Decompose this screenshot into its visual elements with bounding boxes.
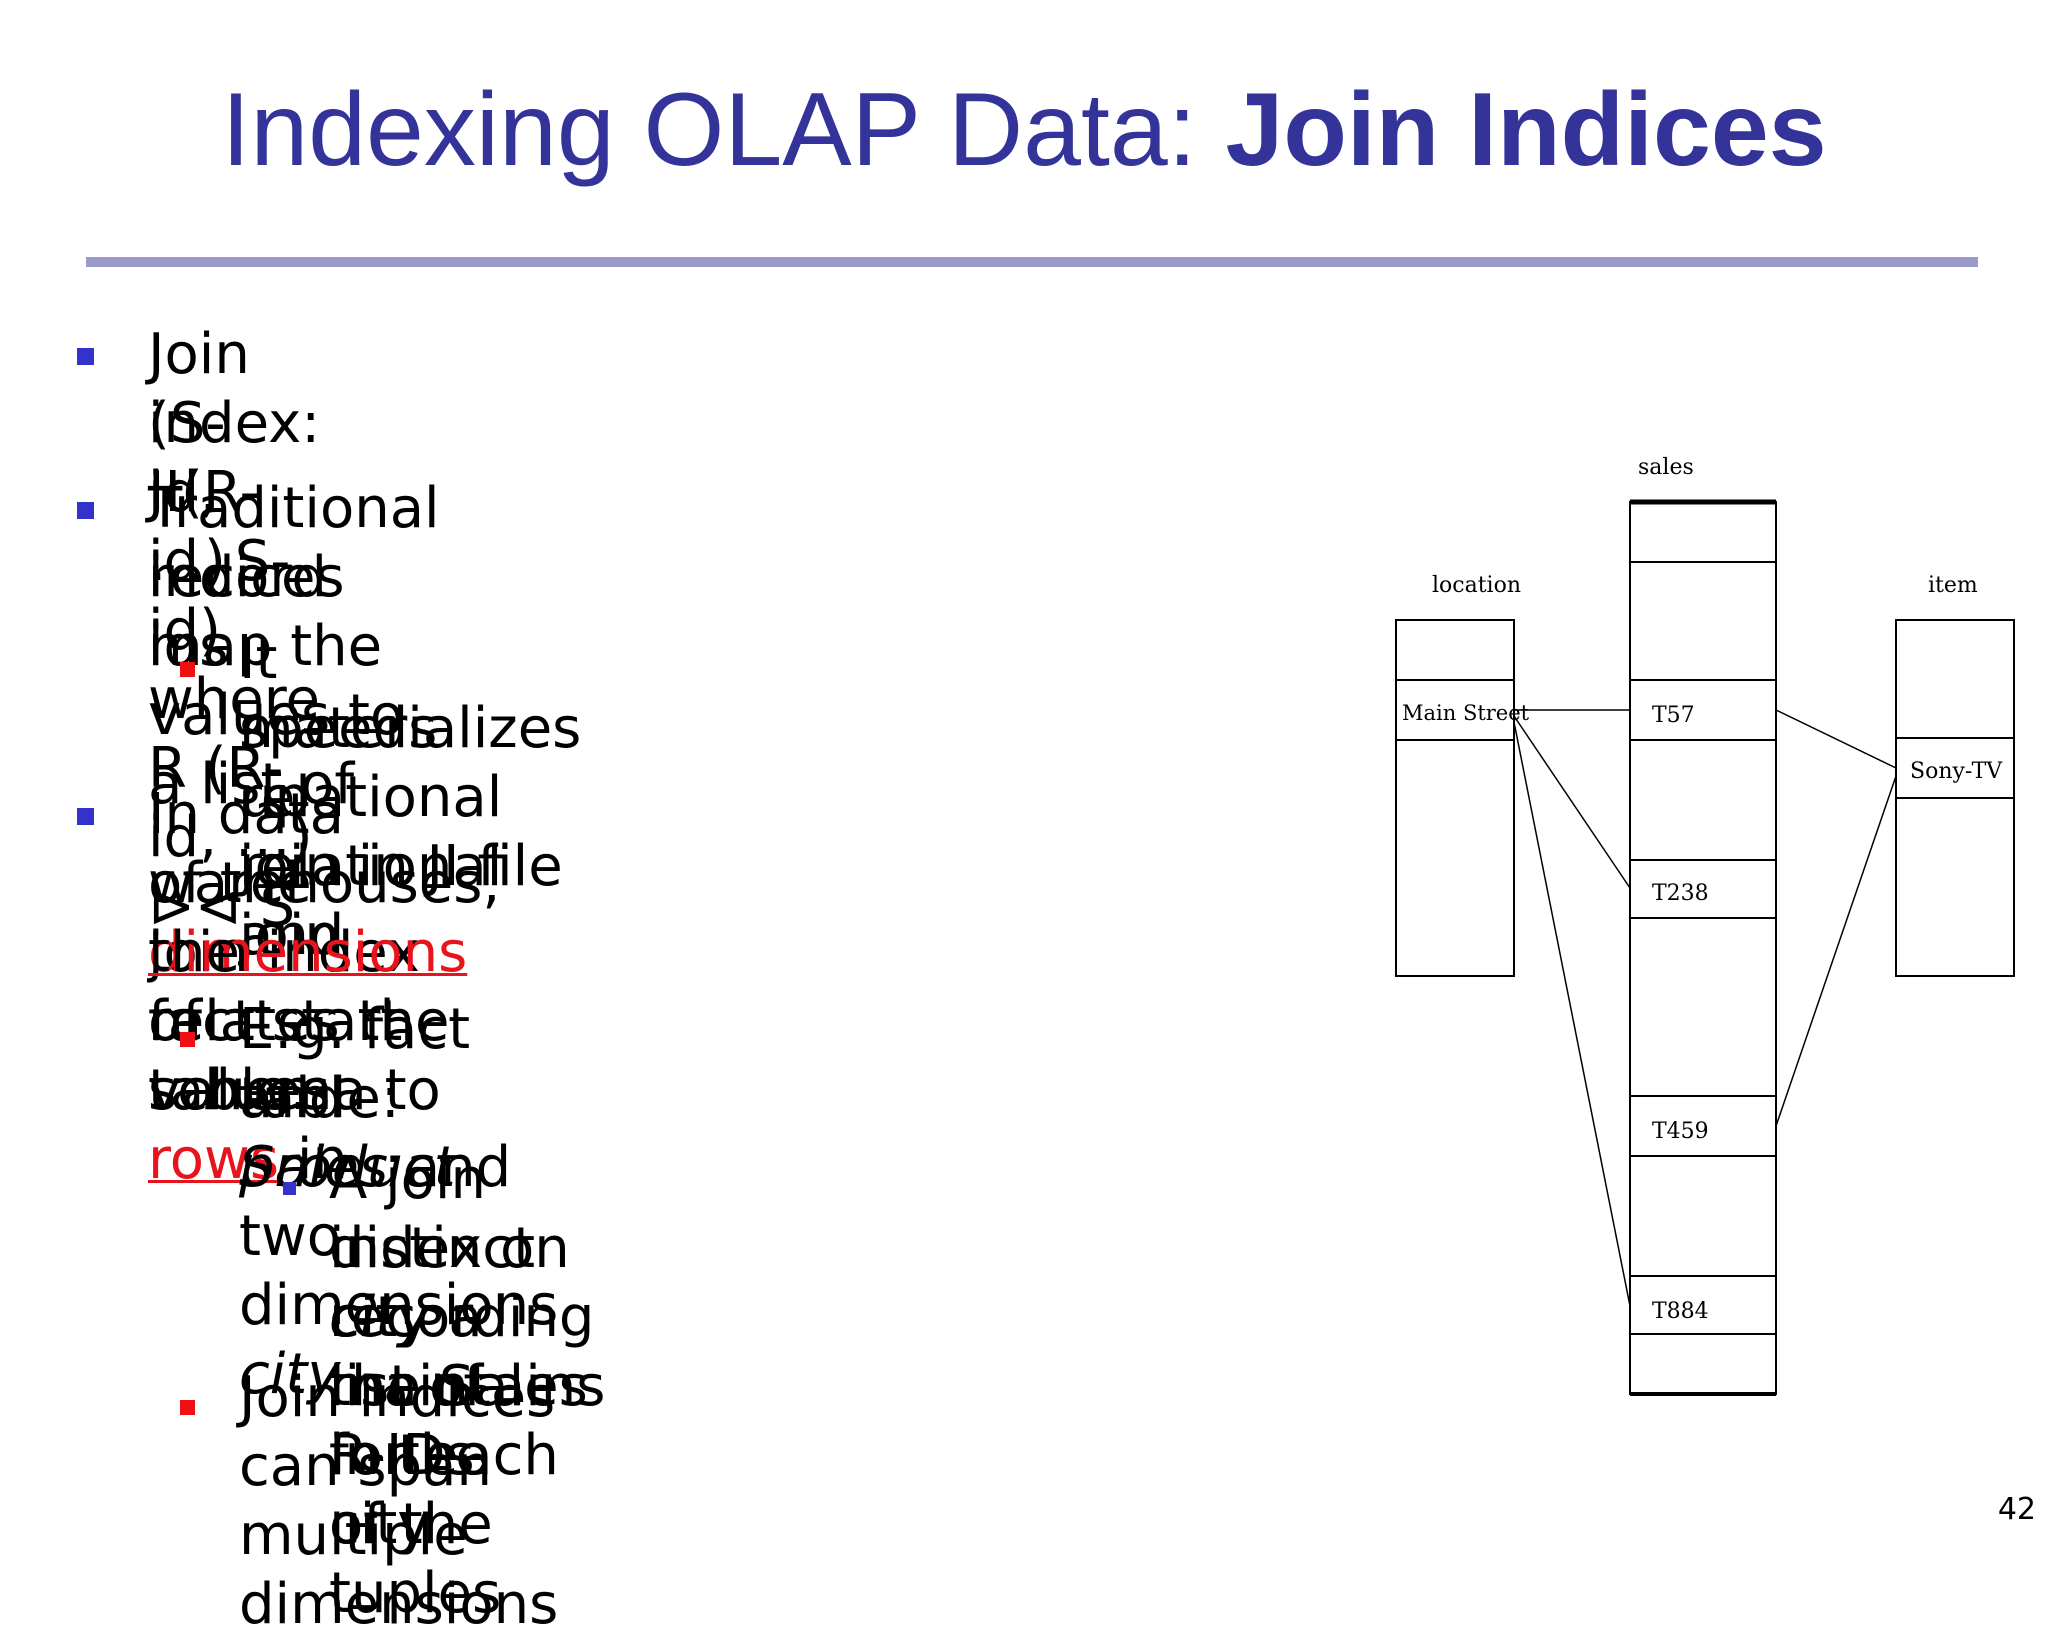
title-divider — [86, 257, 1978, 267]
bullet-line: In data warehouses, join index relates t… — [148, 782, 501, 1123]
bullet-line: Join indices can span multiple dimension… — [239, 1365, 559, 1637]
join-connectors — [1513, 709, 1897, 1307]
bullet-line: of the dimensions of a start schema to r… — [148, 849, 467, 1194]
sub-bullet-marker — [180, 1400, 195, 1415]
text-run: and two dimensions — [239, 1135, 559, 1338]
bullet-marker — [77, 502, 94, 519]
slide-title: Indexing OLAP Data: Join Indices — [0, 70, 2048, 190]
text-italic: product — [239, 1135, 456, 1200]
sales-row-t57: T57 — [1652, 703, 1695, 728]
sub-bullet-marker — [180, 662, 195, 677]
join-index-diagram: sales location item Main Street T57 T238 — [1395, 455, 2015, 1396]
sales-row-t459: T459 — [1652, 1119, 1709, 1144]
text-run: maintains for each — [329, 1354, 606, 1488]
sub-bullet-marker — [180, 1032, 195, 1047]
bullet-line: Join index: JI(R-id, S-id) where R (R-id… — [148, 322, 321, 939]
text-run: A join index on — [329, 1147, 570, 1281]
bullet-line: the fact table. — [148, 920, 308, 1123]
bullet-line: (S-id, …) — [148, 391, 226, 594]
text-run: and — [239, 1066, 345, 1131]
title-bold: Join Indices — [1225, 72, 1827, 188]
location-table-label: location — [1432, 573, 1521, 598]
text-run: of the — [148, 851, 312, 916]
bullet-marker — [77, 348, 94, 365]
rows-link[interactable]: rows — [148, 1127, 280, 1192]
title-regular: Indexing OLAP Data: — [221, 72, 1226, 188]
sales-table — [1629, 499, 1777, 1396]
text-run: in — [279, 1127, 348, 1192]
slide: Indexing OLAP Data: Join Indices Join in… — [0, 70, 2048, 1637]
item-table — [1895, 619, 2015, 977]
page-number: 42 — [1997, 1492, 2036, 1527]
sales-row-t884: T884 — [1652, 1299, 1709, 1324]
item-table-label: item — [1928, 573, 1978, 598]
location-cell-main-street: Main Street — [1402, 701, 1530, 725]
text-italic: city — [239, 1342, 341, 1407]
bullet-line: speeds up relational join — [239, 696, 503, 968]
bullet-line: record ids — [148, 545, 327, 679]
sales-row-t238: T238 — [1652, 881, 1709, 906]
bullet-marker — [77, 808, 94, 825]
bullet-line: It materializes relational join in JI fi… — [239, 627, 582, 968]
location-table — [1395, 619, 1515, 977]
sales-table-label: sales — [1638, 455, 1694, 480]
bullet-line: recording the Sales in the city — [329, 1285, 595, 1557]
item-cell-sony-tv: Sony-TV — [1910, 759, 2003, 784]
bullet-line: and product — [239, 1064, 456, 1202]
text-italic: city — [329, 1285, 431, 1350]
bullet-line: A join index on city maintains for each — [329, 1145, 605, 1490]
text-run: E.g. fact table: — [239, 997, 471, 1131]
bullet-line: E.g. fact table: Sales and two dimension… — [239, 995, 558, 1409]
sub-sub-bullet-marker — [283, 1182, 296, 1195]
bullet-line: Traditional indices map the values to a … — [148, 476, 440, 817]
dimensions-link[interactable]: dimensions — [148, 920, 468, 985]
text-italic: Sales — [239, 1135, 389, 1200]
